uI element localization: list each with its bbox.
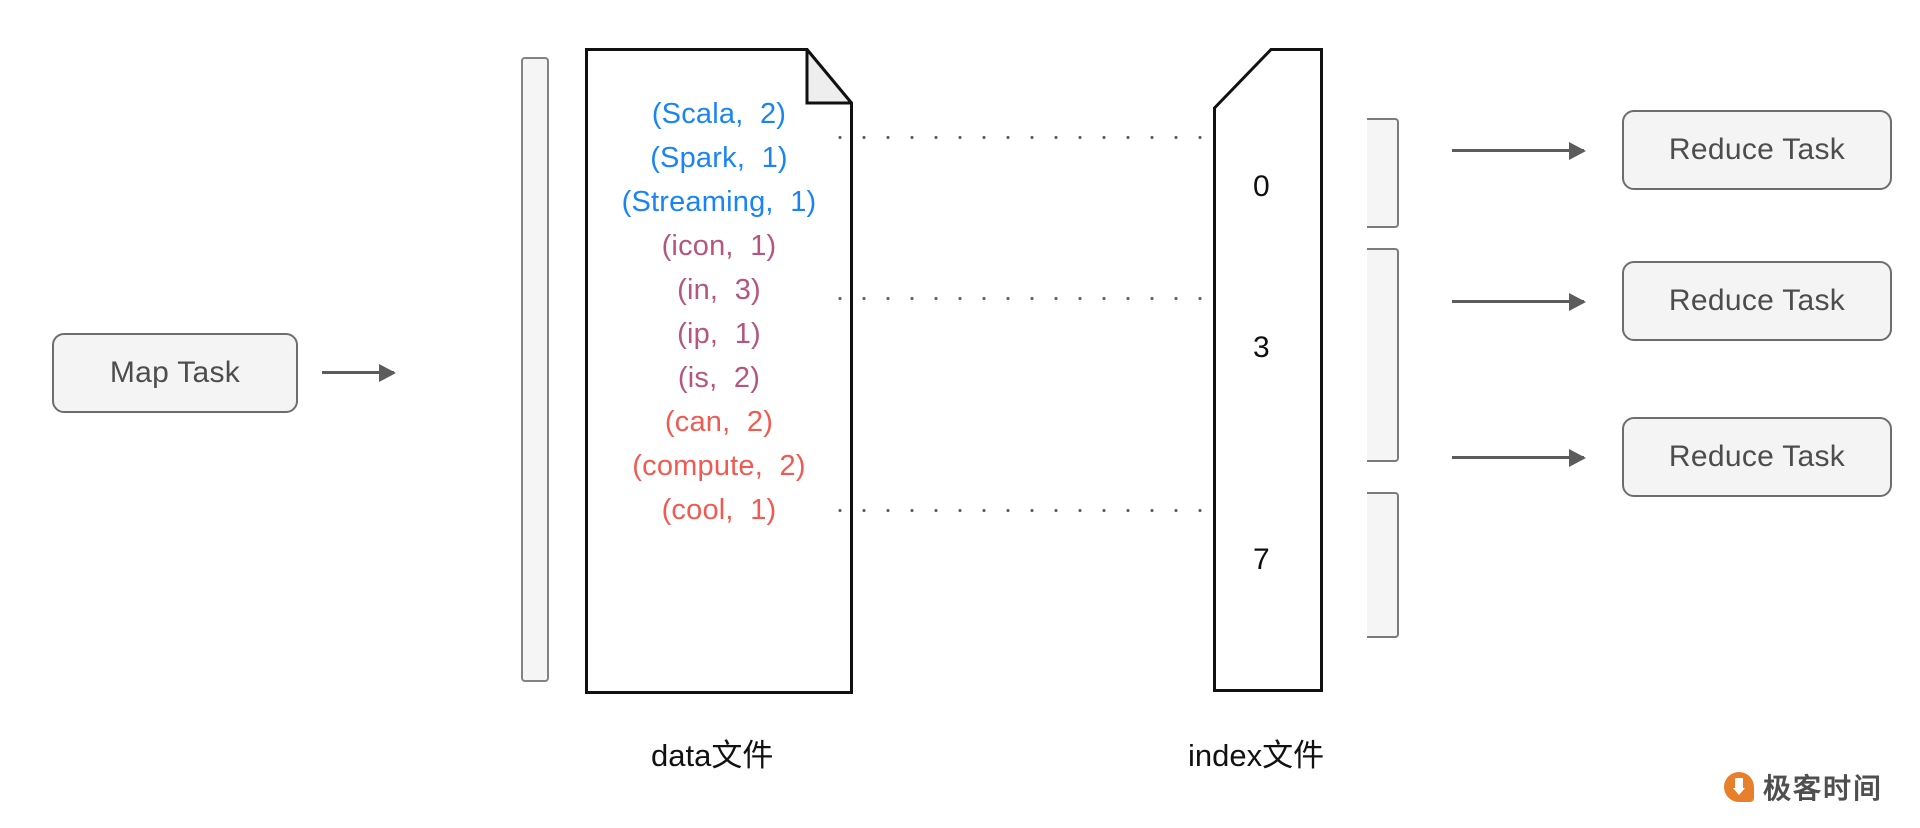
partition-bracket-3 — [1367, 492, 1399, 638]
arrow-to-reduce-task-1 — [1452, 149, 1584, 152]
index-file-shape: 0 3 7 — [1213, 48, 1323, 692]
data-file-outline — [585, 48, 853, 694]
geektime-logo-icon — [1724, 772, 1754, 802]
reduce-task-box-3[interactable]: Reduce Task — [1622, 417, 1892, 497]
partition-bracket-1 — [1367, 118, 1399, 228]
reduce-task-box-1[interactable]: Reduce Task — [1622, 110, 1892, 190]
data-entry: (compute, 2) — [632, 450, 806, 482]
data-entry: (in, 3) — [677, 274, 761, 306]
arrow-to-reduce-task-2 — [1452, 300, 1584, 303]
dotted-connector-offset-7 — [828, 508, 1246, 513]
data-file-shape: (Scala, 2) (Spark, 1) (Streaming, 1) (ic… — [585, 48, 853, 694]
index-offset-value: 7 — [1253, 543, 1270, 576]
dotted-connector-offset-3 — [828, 296, 1246, 301]
data-entry: (is, 2) — [677, 362, 761, 394]
arrow-to-reduce-task-3 — [1452, 456, 1584, 459]
watermark-label: 极客时间 — [1763, 773, 1884, 804]
map-output-buffer-bracket — [521, 57, 549, 682]
index-offset-value: 3 — [1253, 331, 1270, 364]
index-file-caption: index文件 — [1188, 738, 1325, 773]
data-entry: (cool, 1) — [661, 494, 777, 526]
reduce-task-box-2[interactable]: Reduce Task — [1622, 261, 1892, 341]
data-entry: (Spark, 1) — [650, 142, 788, 174]
map-task-box[interactable]: Map Task — [52, 333, 298, 413]
index-file-outline — [1213, 48, 1323, 692]
data-file-entry-list: (Scala, 2) (Spark, 1) (Streaming, 1) (ic… — [585, 48, 853, 694]
data-entry: (Streaming, 1) — [621, 186, 817, 218]
watermark: 极客时间 — [1724, 767, 1883, 807]
data-entry: (ip, 1) — [677, 318, 761, 350]
partition-bracket-2 — [1367, 248, 1399, 462]
index-offset-value: 0 — [1253, 170, 1270, 203]
arrow-map-to-data — [322, 371, 394, 374]
data-entry: (icon, 1) — [661, 230, 777, 262]
data-file-caption: data文件 — [651, 738, 774, 773]
data-entry: (can, 2) — [664, 406, 774, 438]
data-entry: (Scala, 2) — [651, 98, 787, 130]
dotted-connector-offset-0 — [828, 135, 1246, 140]
